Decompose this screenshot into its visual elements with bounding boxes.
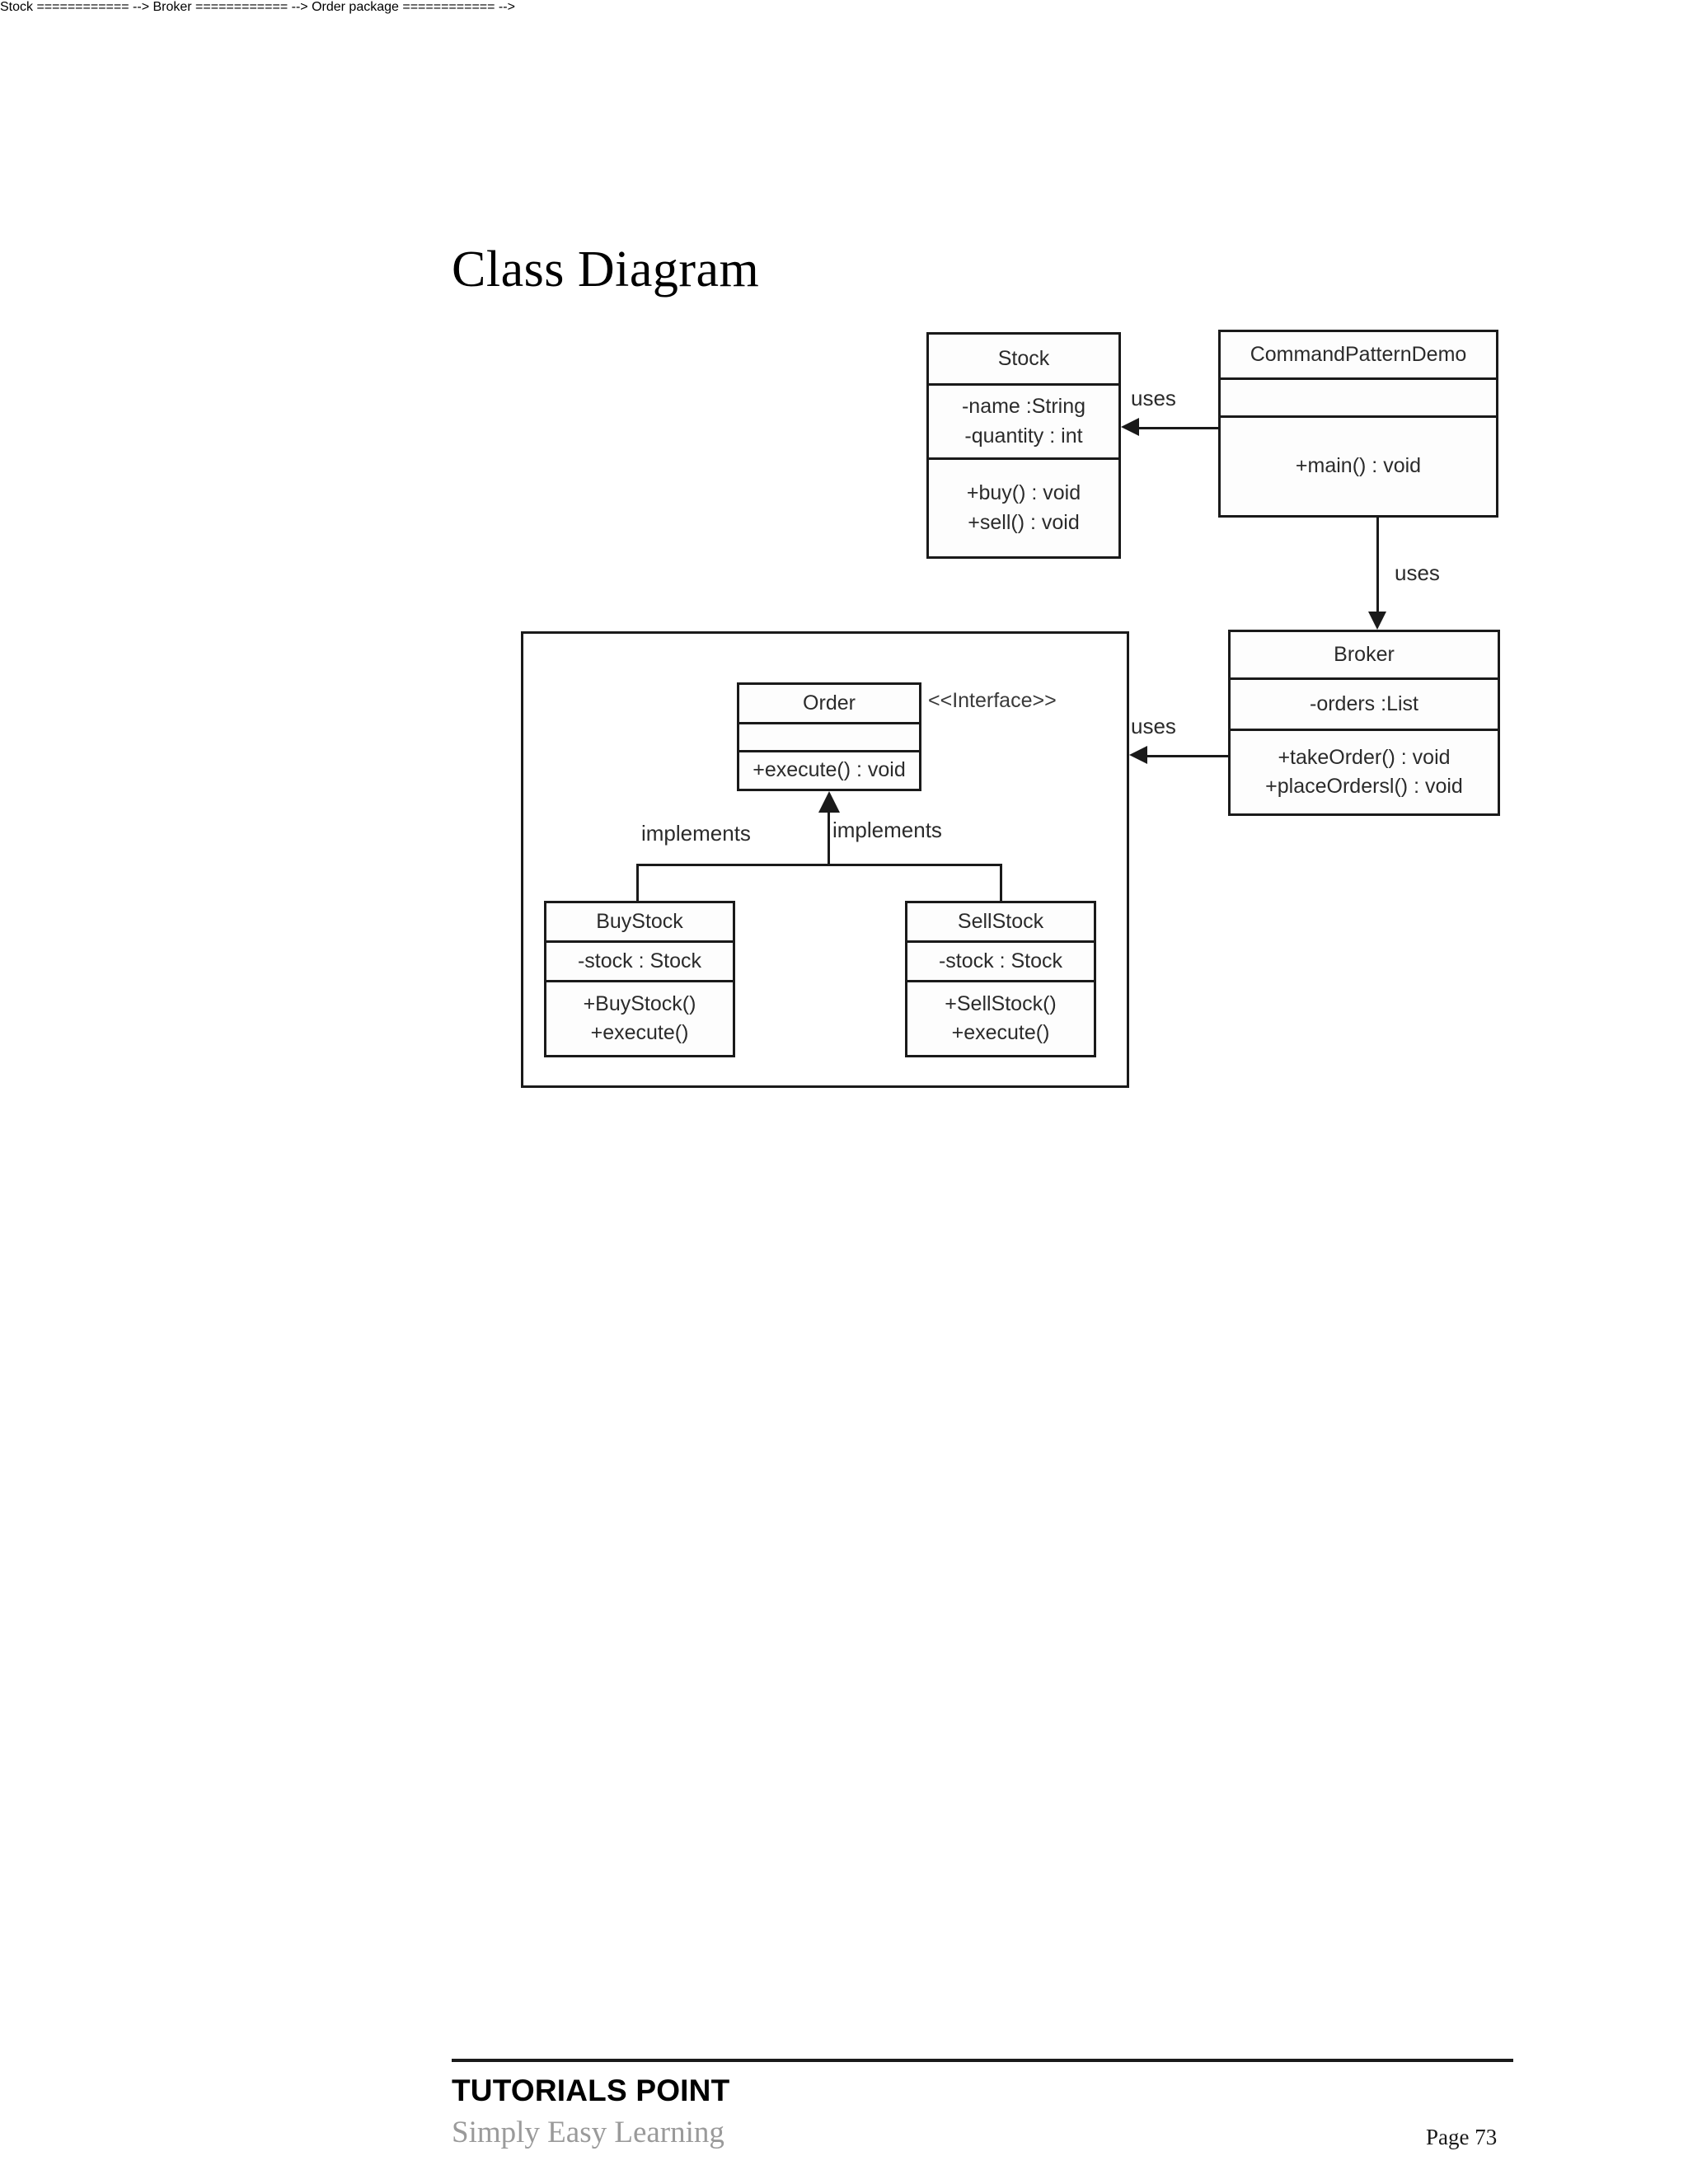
- operation-row: +BuyStock(): [583, 991, 696, 1015]
- class-attributes-sell-stock: -stock : Stock: [907, 943, 1094, 982]
- class-operations-stock: +buy() : void +sell() : void: [929, 460, 1118, 556]
- edge-label-buystock-implements: implements: [641, 821, 751, 846]
- arrow-demo-uses-stock: [1121, 418, 1139, 436]
- connector-demo-uses-stock-line: [1139, 427, 1220, 429]
- operation-row: +placeOrdersl() : void: [1265, 775, 1463, 798]
- class-operations-order: +execute() : void: [739, 752, 919, 789]
- connector-implements-sellstock-drop: [1000, 864, 1002, 902]
- connector-broker-uses-order-line: [1147, 755, 1228, 757]
- arrow-demo-uses-broker: [1368, 612, 1386, 630]
- class-diagram-canvas: Stock -name :String -quantity : int +buy…: [0, 0, 1500, 1088]
- attribute-row: -orders :List: [1310, 691, 1418, 715]
- footer-page-number: Page 73: [1426, 2125, 1498, 2149]
- attribute-row: -quantity : int: [964, 424, 1083, 448]
- edge-label-demo-uses-broker: uses: [1395, 560, 1440, 585]
- connector-implements-stem: [828, 813, 830, 864]
- uml-class-buy-stock[interactable]: BuyStock -stock : Stock +BuyStock() +exe…: [544, 901, 735, 1057]
- attribute-row: -stock : Stock: [938, 949, 1063, 972]
- footer-divider: [452, 2059, 1513, 2062]
- operation-row: +execute(): [951, 1021, 1050, 1044]
- arrow-implements-generalization: [818, 791, 840, 813]
- class-name-sell-stock: SellStock: [907, 903, 1094, 943]
- operation-row: +buy() : void: [966, 481, 1081, 504]
- class-attributes-broker: -orders :List: [1231, 680, 1498, 731]
- operation-row: +takeOrder() : void: [1278, 745, 1451, 769]
- class-name-command-pattern-demo: CommandPatternDemo: [1221, 332, 1496, 380]
- arrow-broker-uses-order: [1129, 746, 1147, 764]
- connector-demo-uses-broker-line: [1376, 518, 1379, 612]
- class-operations-command-pattern-demo: +main() : void: [1221, 418, 1496, 515]
- page-title: Class Diagram: [452, 241, 760, 298]
- operation-row: +execute(): [590, 1021, 689, 1044]
- class-attributes-order: [739, 724, 919, 752]
- attribute-row: -name :String: [961, 395, 1086, 418]
- class-attributes-buy-stock: -stock : Stock: [546, 943, 733, 982]
- edge-label-sellstock-implements: implements: [832, 818, 942, 842]
- edge-label-broker-uses-order: uses: [1131, 714, 1176, 738]
- class-operations-buy-stock: +BuyStock() +execute(): [546, 982, 733, 1055]
- class-name-broker: Broker: [1231, 632, 1498, 680]
- uml-class-command-pattern-demo[interactable]: CommandPatternDemo +main() : void: [1218, 330, 1498, 518]
- stereotype-interface-label: <<Interface>>: [928, 689, 1057, 712]
- operation-row: +sell() : void: [968, 510, 1080, 534]
- attribute-row: -stock : Stock: [577, 949, 702, 972]
- uml-class-order[interactable]: Order +execute() : void: [737, 682, 921, 791]
- operation-row: +execute() : void: [753, 758, 906, 782]
- class-name-buy-stock: BuyStock: [546, 903, 733, 943]
- order-package-boundary: [521, 631, 1129, 1088]
- class-operations-sell-stock: +SellStock() +execute(): [907, 982, 1094, 1055]
- edge-label-demo-uses-stock: uses: [1131, 386, 1176, 410]
- footer-tagline: Simply Easy Learning: [452, 2116, 724, 2149]
- class-attributes-command-pattern-demo: [1221, 380, 1496, 418]
- footer-brand: TUTORIALS POINT: [452, 2074, 730, 2107]
- uml-class-sell-stock[interactable]: SellStock -stock : Stock +SellStock() +e…: [905, 901, 1096, 1057]
- operation-row: +main() : void: [1295, 454, 1422, 478]
- uml-class-stock[interactable]: Stock -name :String -quantity : int +buy…: [926, 332, 1121, 559]
- class-name-stock: Stock: [929, 335, 1118, 386]
- connector-implements-buystock-drop: [636, 864, 639, 902]
- class-attributes-stock: -name :String -quantity : int: [929, 386, 1118, 460]
- class-name-order: Order: [739, 685, 919, 724]
- class-operations-broker: +takeOrder() : void +placeOrdersl() : vo…: [1231, 731, 1498, 813]
- uml-class-broker[interactable]: Broker -orders :List +takeOrder() : void…: [1228, 630, 1500, 816]
- connector-implements-fork-bar: [636, 864, 1002, 866]
- operation-row: +SellStock(): [945, 991, 1057, 1015]
